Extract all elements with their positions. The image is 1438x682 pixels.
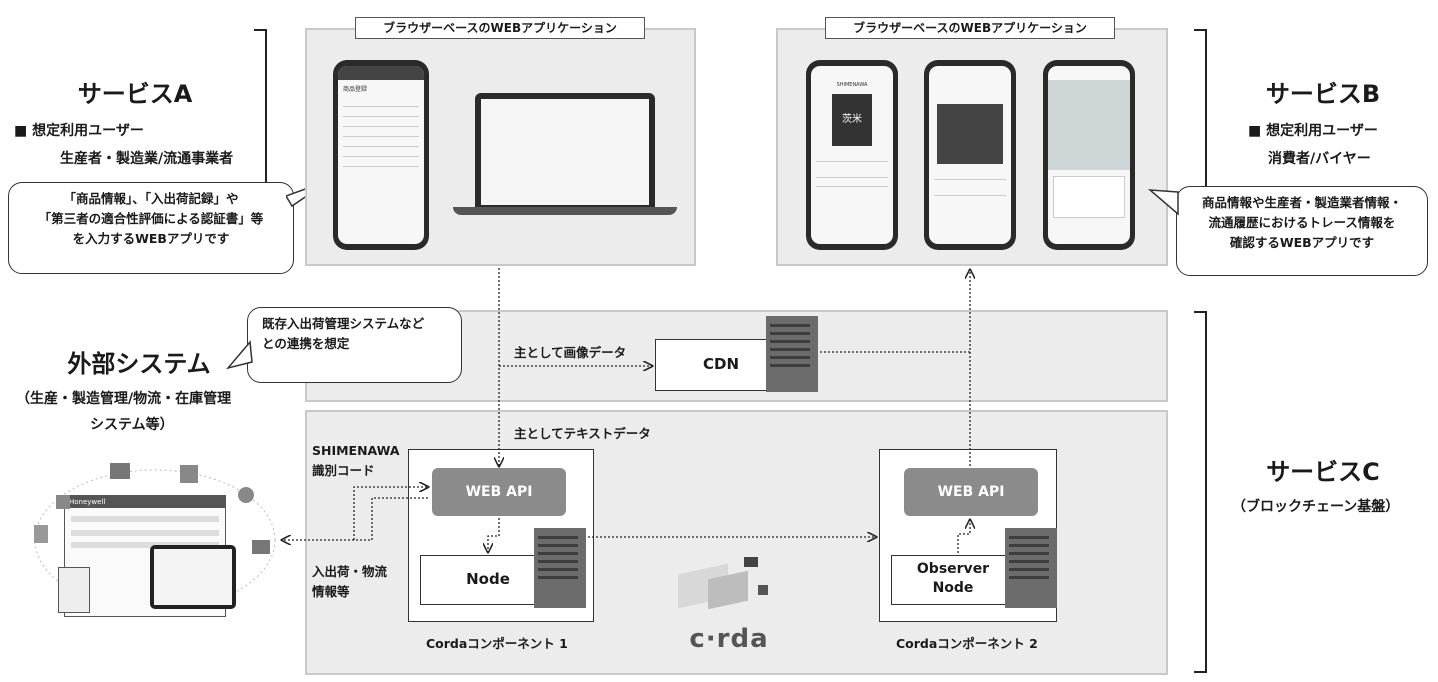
observer-node-label: Observer Node (891, 560, 1015, 598)
external-system-title: 外部システム (67, 350, 211, 378)
inventory-icon (56, 495, 70, 509)
external-bubble: 既存入出荷管理システムなど との連携を想定 (247, 307, 462, 383)
observer-node-line: Observer (916, 561, 990, 577)
truck-icon (110, 463, 130, 479)
service-a-bullet: ■ 想定利用ユーザー (14, 123, 144, 139)
bubble-line: 確認するWEBアプリです (1229, 235, 1375, 250)
flow-api-1-to-node (488, 518, 500, 552)
shipping-info-label: 入出荷・物流 情報等 (312, 562, 387, 602)
corda-component-1-caption: Cordaコンポーネント 1 (426, 636, 568, 651)
bubble-line: 既存入出荷管理システムなど (262, 316, 425, 331)
bubble-line: を入力するWEBアプリです (72, 231, 230, 246)
flow-external-to-api-1 (353, 487, 428, 540)
cdn-server-icon (766, 316, 818, 392)
node-server-icon-1 (534, 528, 586, 608)
external-bubble-tail (226, 340, 253, 370)
service-c-bracket (1194, 311, 1207, 673)
laptop-mockup (453, 93, 677, 215)
browser-app-label-left: ブラウザーベースのWEBアプリケーション (355, 17, 645, 39)
bubble-line: 「第三者の適合性評価による認証書」等 (38, 211, 264, 226)
service-b-users: 消費者/バイヤー (1268, 151, 1371, 167)
bubble-line: 商品情報や生産者・製造業者情報・ (1201, 195, 1402, 210)
document-icon (58, 567, 90, 613)
service-a-title: サービスA (77, 80, 193, 108)
app-b-header: SHIMENAWA (836, 82, 868, 88)
node-label-1: Node (466, 570, 510, 588)
corda-component-2-caption: Cordaコンポーネント 2 (896, 636, 1038, 651)
cdn-label: CDN (702, 355, 739, 373)
smartphone-mockup-producer (924, 60, 1016, 250)
producer-photo (937, 104, 1003, 164)
app-a-title: 商品登録 (343, 86, 368, 93)
text-data-flow-label: 主としてテキストデータ (514, 426, 651, 441)
bubble-line: との連携を想定 (262, 336, 350, 351)
bubble-line: 流通履歴におけるトレース情報を (1208, 215, 1396, 230)
flow-cdn-to-app-b (820, 270, 970, 353)
trace-map (1048, 80, 1130, 170)
service-b-bubble-tail (1148, 189, 1179, 216)
service-b-bullet: ■ 想定利用ユーザー (1248, 123, 1378, 139)
flow-api-1-to-external (282, 497, 428, 540)
observer-node-box (891, 555, 1015, 605)
browser-app-label-right: ブラウザーベースのWEBアプリケーション (825, 17, 1115, 39)
node-server-icon-2 (1005, 528, 1057, 608)
bubble-line: 「商品情報」、「入出荷記録」や (63, 191, 239, 206)
delivery-icon (252, 540, 270, 554)
smartphone-mockup-product: SHIMENAWA 茨米 (806, 60, 898, 250)
corda-logo: c·rda (689, 624, 769, 654)
web-api-box-2: WEB API (904, 468, 1038, 516)
service-b-bubble: 商品情報や生産者・製造業者情報・ 流通履歴におけるトレース情報を 確認するWEB… (1176, 186, 1428, 276)
external-system-illustration: Honeywell (30, 445, 280, 625)
external-system-subtitle-1: （生産・製造管理/物流・在庫管理 (16, 391, 232, 407)
corda-illustration (672, 555, 776, 613)
observer-node-line: Node (932, 580, 974, 596)
shimenawa-label: SHIMENAWA 識別コード (312, 441, 400, 481)
rice-bag-image: 茨米 (832, 94, 872, 146)
marketplace-icon (34, 525, 48, 543)
tablet-device (150, 545, 236, 609)
service-a-users: 生産者・製造業/流通事業者 (60, 151, 234, 167)
service-b-title: サービスB (1265, 80, 1381, 108)
cdn-box (655, 339, 787, 391)
external-system-subtitle-2: システム等） (90, 417, 174, 433)
picking-icon (238, 487, 254, 503)
honeywell-logo: Honeywell (65, 496, 225, 508)
smartphone-mockup: 商品登録 (333, 60, 429, 250)
cdn-flow-label: 主として画像データ (514, 345, 627, 360)
service-a-bubble: 「商品情報」、「入出荷記録」や 「第三者の適合性評価による認証書」等 を入力する… (8, 182, 294, 274)
shipping-line: 入出荷・物流 (312, 564, 388, 579)
flow-observer-to-api-2 (957, 520, 970, 553)
shimenawa-line: SHIMENAWA (312, 443, 400, 458)
web-api-box-1: WEB API (432, 468, 566, 516)
smartphone-mockup-map (1043, 60, 1135, 250)
service-c-subtitle: （ブロックチェーン基盤） (1232, 499, 1400, 515)
node-box-1 (420, 555, 556, 605)
service-c-title: サービスC (1266, 458, 1380, 486)
warehouse-icon (180, 465, 198, 483)
shipping-line: 情報等 (312, 584, 350, 599)
shimenawa-line: 識別コード (312, 463, 375, 478)
